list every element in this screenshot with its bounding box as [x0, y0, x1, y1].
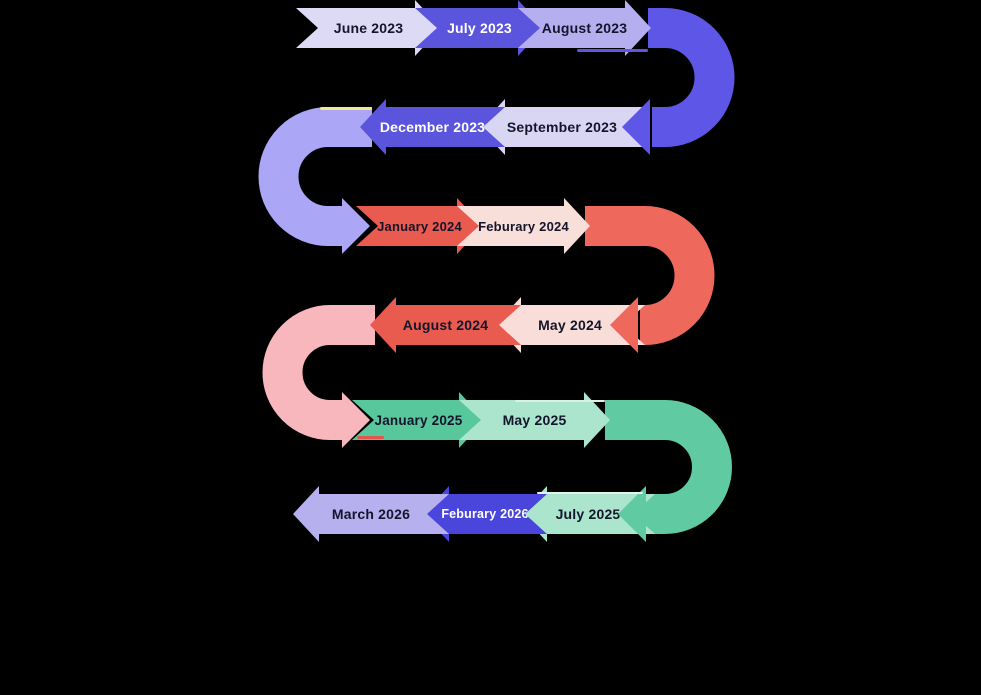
arrow-label: May 2025 — [502, 412, 567, 428]
arrow-label: July 2025 — [555, 506, 621, 522]
arrow-label: September 2023 — [506, 119, 618, 135]
july-2025-top-highlight — [537, 492, 643, 494]
august-2023-underline — [577, 49, 648, 52]
connector-curve-left-2024-2025 — [262, 305, 375, 440]
arrow-label: January 2024 — [377, 218, 462, 234]
timeline-arrow-december-2023: December 2023 — [360, 99, 505, 155]
connector-curve-right-2025 — [605, 400, 732, 534]
connector-curve-right-2024 — [585, 206, 715, 345]
arrow-label: December 2023 — [379, 119, 486, 135]
arrow-label: Feburary 2024 — [478, 218, 569, 234]
arrow-label: Feburary 2026 — [441, 507, 529, 521]
connector-curve-left-2023-2024 — [258, 107, 372, 246]
timeline-arrow-august-2024: August 2024 — [370, 297, 521, 353]
arrow-label: July 2023 — [447, 20, 512, 36]
timeline-arrow-september-2023: September 2023 — [479, 99, 645, 155]
arrow-label: August 2024 — [402, 317, 489, 333]
arrow-label: May 2024 — [538, 317, 602, 333]
december-yellow-dash — [320, 107, 372, 110]
pink-tip-red-dash — [357, 436, 384, 439]
may-2025-top-highlight — [515, 400, 605, 402]
arrow-label: January 2025 — [374, 412, 463, 428]
timeline-arrow-feburary-2024: Feburary 2024 — [457, 198, 590, 254]
timeline-arrow-august-2023: August 2023 — [518, 0, 651, 56]
arrow-label: March 2026 — [331, 506, 411, 522]
arrow-label: August 2023 — [541, 20, 628, 36]
timeline-arrow-march-2026: March 2026 — [293, 486, 449, 542]
connector-curve-right-2023 — [648, 7, 735, 147]
arrow-label: June 2023 — [333, 20, 404, 36]
